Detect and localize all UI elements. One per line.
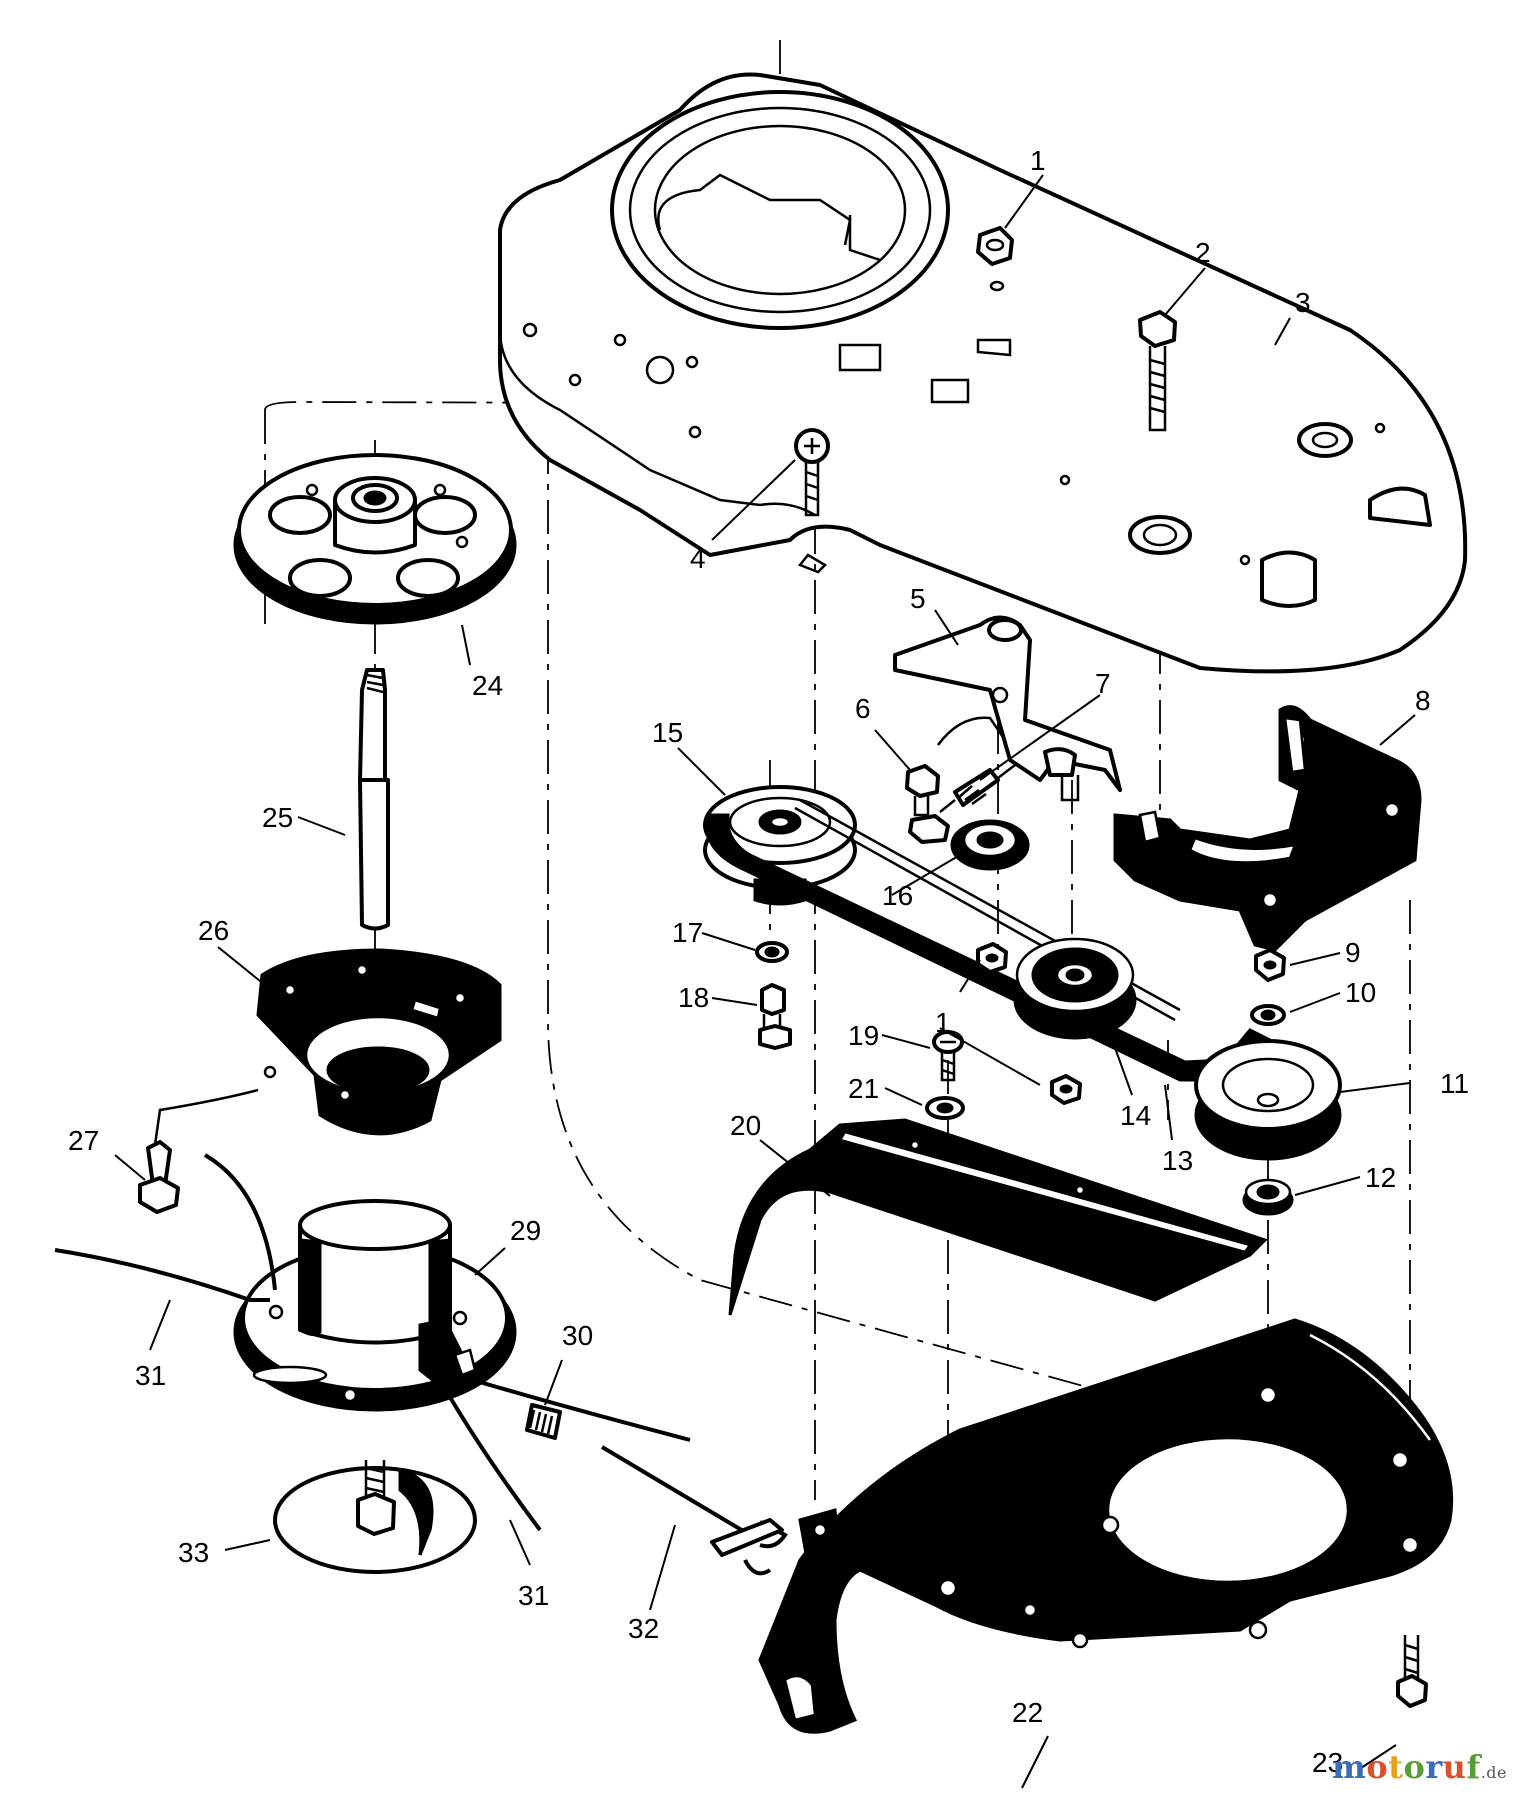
part-32-wrench: 32 bbox=[628, 1613, 659, 1644]
shield-part-22 bbox=[758, 1318, 1454, 1734]
part-20-deflector: 20 bbox=[730, 1110, 761, 1141]
hardware-top bbox=[794, 226, 1177, 517]
idler-pulley-part-14 bbox=[976, 937, 1137, 1105]
part-31-line-right: 31 bbox=[518, 1580, 549, 1611]
part-2-bolt: 2 bbox=[1195, 237, 1211, 268]
part-8-belt-guard: 8 bbox=[1415, 685, 1431, 716]
part-6-shoulder-bolt: 6 bbox=[855, 693, 871, 724]
part-15-engine-pulley: 15 bbox=[652, 717, 683, 748]
watermark-f: f bbox=[1466, 1748, 1481, 1786]
hub-part-26 bbox=[256, 948, 502, 1136]
part-16-bearing: 16 bbox=[882, 880, 913, 911]
part-13-belt: 13 bbox=[1162, 1145, 1193, 1176]
part-18-bolt: 18 bbox=[678, 982, 709, 1013]
part-22-shield: 22 bbox=[1012, 1697, 1043, 1728]
part-10-washer: 10 bbox=[1345, 977, 1376, 1008]
part-9-nut: 9 bbox=[1345, 937, 1361, 968]
belt-guard-part-8 bbox=[1113, 705, 1422, 952]
watermark-o2: o bbox=[1403, 1748, 1426, 1786]
part-21-washer: 21 bbox=[848, 1073, 879, 1104]
watermark-suffix: .de bbox=[1480, 1763, 1507, 1782]
screw-part-23 bbox=[1396, 1635, 1428, 1708]
part-30-spring: 30 bbox=[562, 1320, 593, 1351]
part-14-idler-pulley: 14 bbox=[1120, 1100, 1151, 1131]
cap-part-33 bbox=[273, 1460, 477, 1574]
part-24-bearing-housing: 24 bbox=[472, 670, 503, 701]
housing-part-3 bbox=[498, 72, 1468, 674]
part-29-trimmer-head: 29 bbox=[510, 1215, 541, 1246]
bearing-housing-part-24 bbox=[233, 453, 517, 625]
wrench-part-32 bbox=[600, 1445, 788, 1576]
part-31-line-left: 31 bbox=[135, 1360, 166, 1391]
driven-pulley-part-11 bbox=[1194, 948, 1342, 1216]
part-11-pulley: 11 bbox=[1440, 1068, 1469, 1099]
shaft-part-25 bbox=[358, 668, 390, 931]
leader-lines bbox=[114, 174, 1416, 1789]
watermark-r: r bbox=[1425, 1748, 1443, 1786]
watermark-logo: motoruf.de bbox=[1332, 1748, 1507, 1786]
part-1-nut-top: 1 bbox=[1030, 145, 1046, 176]
part-17-washer: 17 bbox=[672, 917, 703, 948]
deflector-part-20 bbox=[728, 1118, 1268, 1316]
watermark-u: u bbox=[1442, 1748, 1467, 1786]
part-3-housing: 3 bbox=[1295, 287, 1311, 318]
screw-washer-19-21 bbox=[925, 1030, 965, 1120]
watermark-t: t bbox=[1388, 1748, 1404, 1786]
screw-part-27 bbox=[138, 1088, 259, 1214]
part-25-shaft: 25 bbox=[262, 802, 293, 833]
part-19-screw: 19 bbox=[848, 1020, 879, 1051]
part-5-idler-bracket: 5 bbox=[910, 583, 926, 614]
part-12-spacer: 12 bbox=[1365, 1162, 1396, 1193]
callout-labels: 1 2 3 4 5 6 7 8 9 10 11 12 13 14 15 16 1… bbox=[68, 145, 1469, 1778]
part-26-hub: 26 bbox=[198, 915, 229, 946]
part-27-screw: 27 bbox=[68, 1125, 99, 1156]
part-4-screw: 4 bbox=[690, 543, 706, 574]
trimmer-head-part-29 bbox=[54, 1153, 691, 1532]
part-33-cap: 33 bbox=[178, 1537, 209, 1568]
part-1-nut-lower: 1 bbox=[935, 1007, 951, 1038]
watermark-o1: o bbox=[1366, 1748, 1389, 1786]
idler-bracket-part-5 bbox=[893, 615, 1122, 844]
part-23-screw: 23 bbox=[1312, 1747, 1343, 1778]
part-7-spring: 7 bbox=[1095, 668, 1111, 699]
watermark-m1: m bbox=[1331, 1748, 1367, 1786]
